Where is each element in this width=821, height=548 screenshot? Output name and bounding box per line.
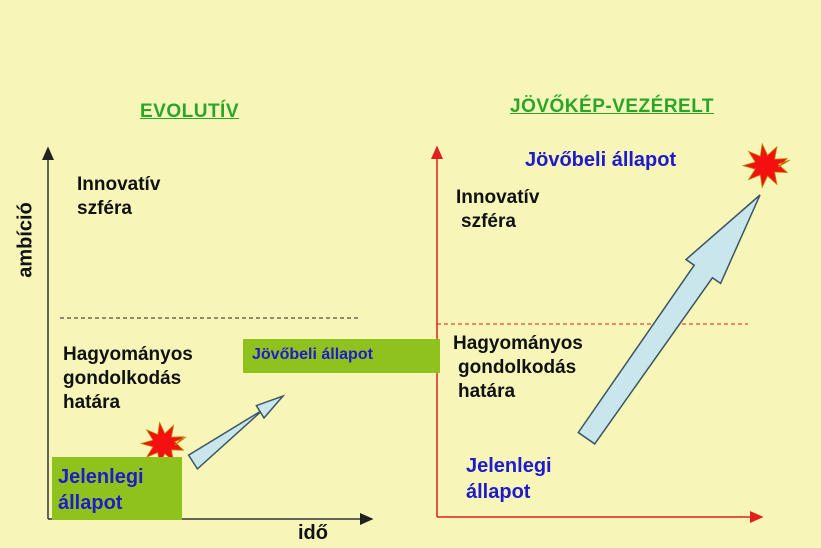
y-axis-label-wrap: ambíció	[6, 202, 46, 278]
right-traditional-label: Hagyományos gondolkodás határa	[453, 333, 583, 402]
left-progress-arrow	[187, 394, 286, 471]
left-future-state-label: Jövőbeli állapot	[252, 346, 373, 363]
left-title: EVOLUTÍV	[140, 101, 240, 122]
left-traditional-label: Hagyományos gondolkodás határa	[63, 344, 193, 413]
left-burst-star	[139, 421, 187, 466]
left-future-state-box: Jövőbeli állapot	[243, 339, 440, 373]
right-burst-star	[741, 142, 791, 189]
right-progress-arrow	[577, 194, 761, 445]
left-current-state-box: Jelenlegi állapot	[52, 457, 182, 520]
right-current-state-label: Jelenlegi állapot	[466, 455, 552, 503]
left-innovative-label: Innovatív szféra	[77, 174, 161, 219]
y-axis-label: ambíció	[14, 202, 37, 278]
left-current-state-label: Jelenlegi állapot	[58, 466, 144, 514]
right-title: JÖVŐKÉP-VEZÉRELT	[510, 96, 715, 117]
x-axis-label: idő	[298, 522, 328, 544]
right-innovative-label: Innovatív szféra	[456, 187, 540, 232]
right-future-state-label: Jövőbeli állapot	[525, 149, 677, 171]
